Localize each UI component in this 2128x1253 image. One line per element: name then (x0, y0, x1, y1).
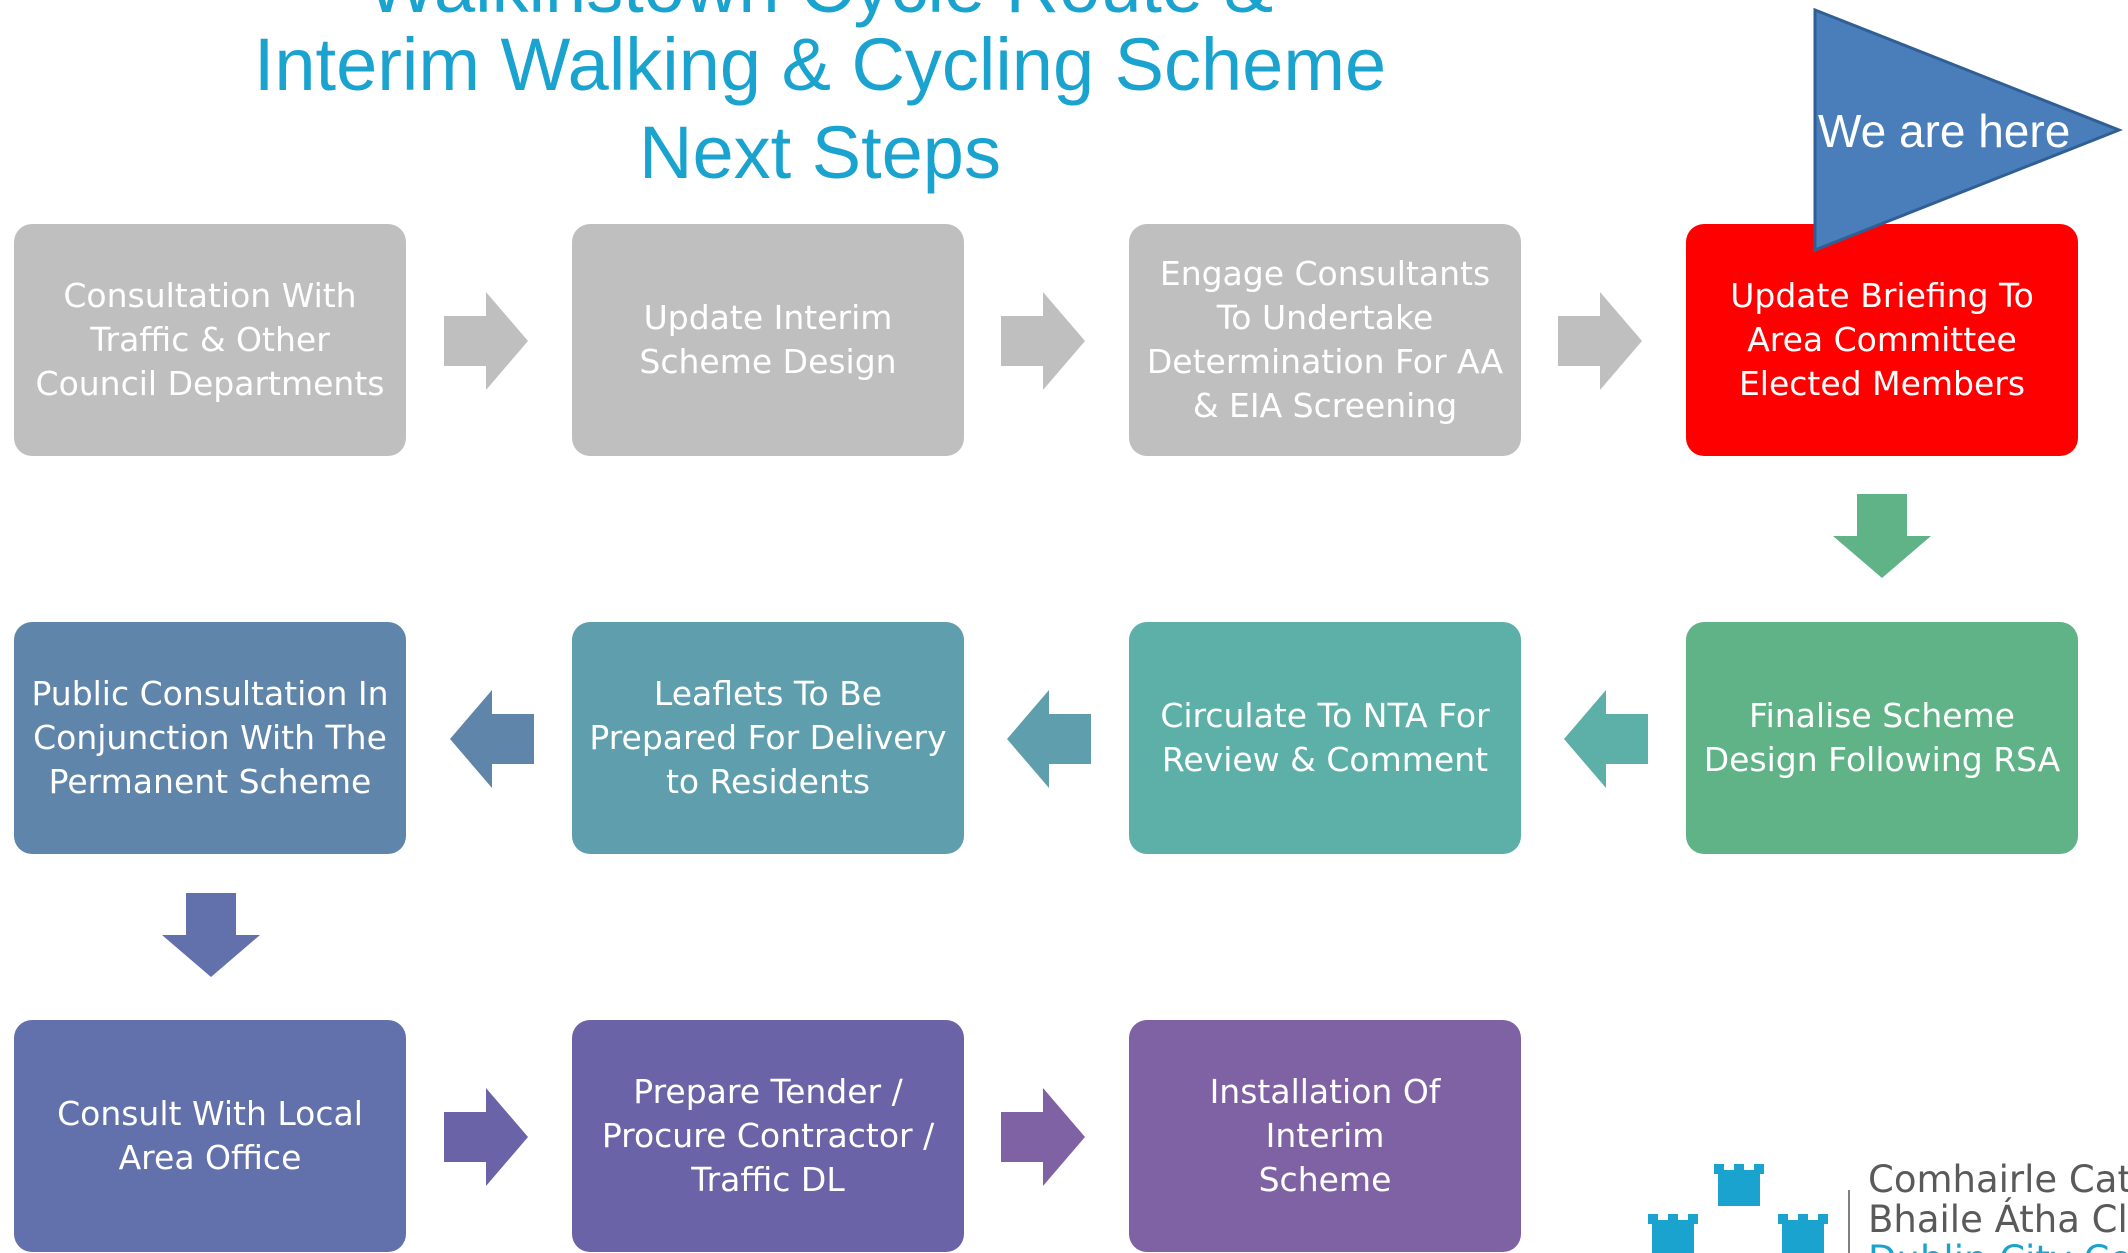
step-10-text-line: Procure Contractor / (601, 1116, 935, 1155)
step-1-text-line: Council Departments (35, 364, 385, 403)
step-4-text-line: Elected Members (1738, 364, 2026, 403)
dublin-city-council-logo: Comhairle Cathrach Bhaile Átha Cliath Du… (1648, 1160, 2128, 1253)
title-line-3: Next Steps (639, 111, 1001, 194)
step-10-text-line: Prepare Tender / (633, 1072, 903, 1111)
step-9-text-line: Consult With Local (57, 1094, 363, 1133)
flow-arrow-right-icon (1001, 1088, 1085, 1186)
step-3-text-line: Determination For AA (1146, 342, 1504, 381)
flow-arrow-right-icon (1558, 292, 1642, 390)
step-1-text-line: Traffic & Other (90, 320, 330, 359)
step-4-text-line: Area Committee (1747, 320, 2017, 359)
step-9-text-line: Area Office (118, 1138, 302, 1177)
logo-text-line-2: Bhaile Átha Cliath (1868, 1198, 2128, 1241)
step-11-text-line: Scheme (1258, 1160, 1392, 1199)
flow-arrow-right-icon (1001, 292, 1085, 390)
step-8-text-line: Public Consultation In (31, 674, 389, 713)
step-box-10: Prepare Tender / Procure Contractor / Traf… (572, 1020, 964, 1252)
marker-triangle-shape (1813, 8, 2123, 252)
we-are-here-marker (1813, 8, 2123, 252)
flow-arrow-left-icon (1007, 690, 1091, 788)
step-6-text-line: Review & Comment (1161, 740, 1489, 779)
flow-arrow-down-icon (162, 893, 260, 977)
step-7-text-line: to Residents (665, 762, 871, 801)
flow-arrow-left-icon (450, 690, 534, 788)
step-11-text-line: Installation Of Interim (1209, 1072, 1441, 1155)
step-10-text-line: Traffic DL (691, 1160, 845, 1199)
logo-text-line-3: Dublin City Council (1868, 1240, 2128, 1253)
title-line-1: Walkinstown Cycle Route & (0, 0, 1640, 24)
step-7-text-line: Leaflets To Be (653, 674, 883, 713)
step-box-8: Public Consultation In Conjunction With T… (14, 622, 406, 854)
step-4-text-line: Update Briefing To (1730, 276, 2034, 315)
flow-arrow-right-icon (444, 292, 528, 390)
flow-arrow-right-icon (444, 1088, 528, 1186)
flow-arrow-left-icon (1564, 690, 1648, 788)
castles-emblem-icon (1648, 1164, 1850, 1253)
step-8-text-line: Conjunction With The (33, 718, 387, 757)
step-box-7: Leaflets To Be Prepared For Delivery to Re… (572, 622, 964, 854)
logo-divider (1848, 1190, 1850, 1253)
title-line-2: Interim Walking & Cycling Scheme (253, 23, 1387, 106)
step-5-text-line: Design Following RSA (1703, 740, 2061, 779)
flow-arrow-down-icon (1833, 494, 1931, 578)
we-are-here-label: We are here (1818, 105, 2071, 157)
step-7-text-line: Prepared For Delivery (589, 718, 947, 757)
step-8-text-line: Permanent Scheme (48, 762, 372, 801)
step-1-text-line: Consultation With (63, 276, 357, 315)
step-6-text-line: Circulate To NTA For (1160, 696, 1490, 735)
step-3-text-line: To Undertake (1216, 298, 1434, 337)
step-5-text-line: Finalise Scheme (1749, 696, 2015, 735)
step-3-text-line: Engage Consultants (1159, 254, 1491, 293)
step-3-text-line: & EIA Screening (1192, 386, 1458, 425)
step-2-text-line: Update Interim (643, 298, 893, 337)
logo-text-line-1: Comhairle Cathrach (1868, 1160, 2128, 1201)
step-2-text-line: Scheme Design (639, 342, 897, 381)
